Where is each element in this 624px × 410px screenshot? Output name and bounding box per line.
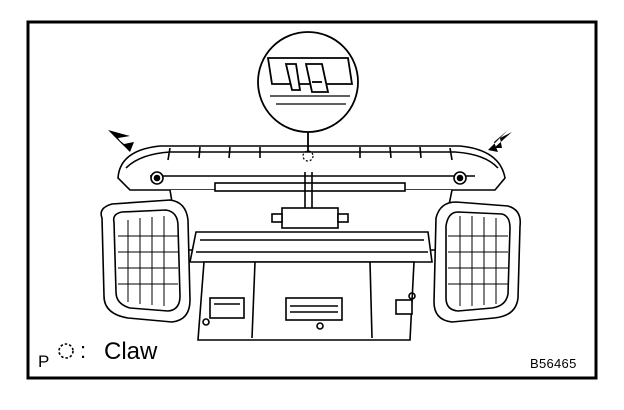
diagram-border [26,20,598,380]
lower-duct [189,231,433,263]
center-connector [281,207,339,229]
left-lower-box [209,297,245,319]
left-arrow [108,130,134,152]
figure-code: B56465 [530,356,577,371]
right-vent-grille [448,216,508,306]
center-lower-box [285,297,343,321]
left-vent-outer [100,199,191,323]
legend-marker: P [38,352,50,371]
dashed-circle-icon [58,343,74,359]
dashboard-assembly [100,145,522,341]
legend-claw-label: Claw [104,338,158,365]
claw-detail-magnifier [257,31,359,162]
left-vent-grille [118,216,178,306]
legend-colon: : [80,338,87,363]
top-panel [117,145,506,191]
right-arrow [488,130,512,152]
right-vent-outer [433,201,522,323]
